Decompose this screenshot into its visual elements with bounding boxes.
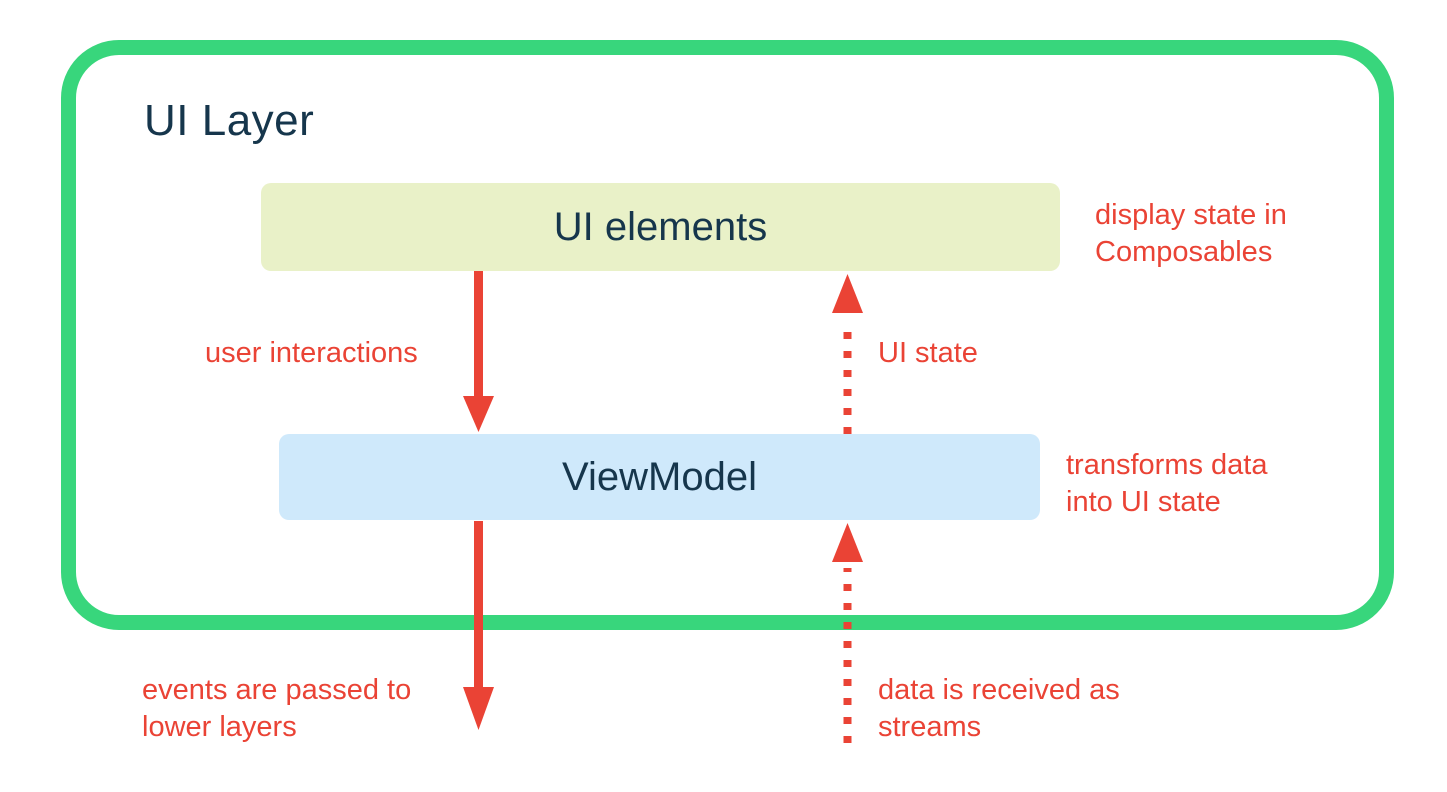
ui-layer-container	[61, 40, 1394, 630]
ui-elements-label: UI elements	[553, 204, 768, 249]
viewmodel-label: ViewModel	[562, 454, 757, 499]
ui-state-label: UI state	[878, 337, 978, 369]
data-in-label: data is received as streams	[878, 674, 1120, 743]
events-out-label: events are passed to lower layers	[142, 674, 412, 743]
user-interactions-label: user interactions	[205, 337, 418, 369]
viewmodel-box: ViewModel	[279, 434, 1040, 520]
viewmodel-annotation: transforms data into UI state	[1066, 449, 1268, 518]
ui-elements-annotation: display state in Composables	[1095, 199, 1287, 268]
ui-layer-title: UI Layer	[144, 96, 315, 145]
ui-elements-box: UI elements	[261, 183, 1060, 271]
